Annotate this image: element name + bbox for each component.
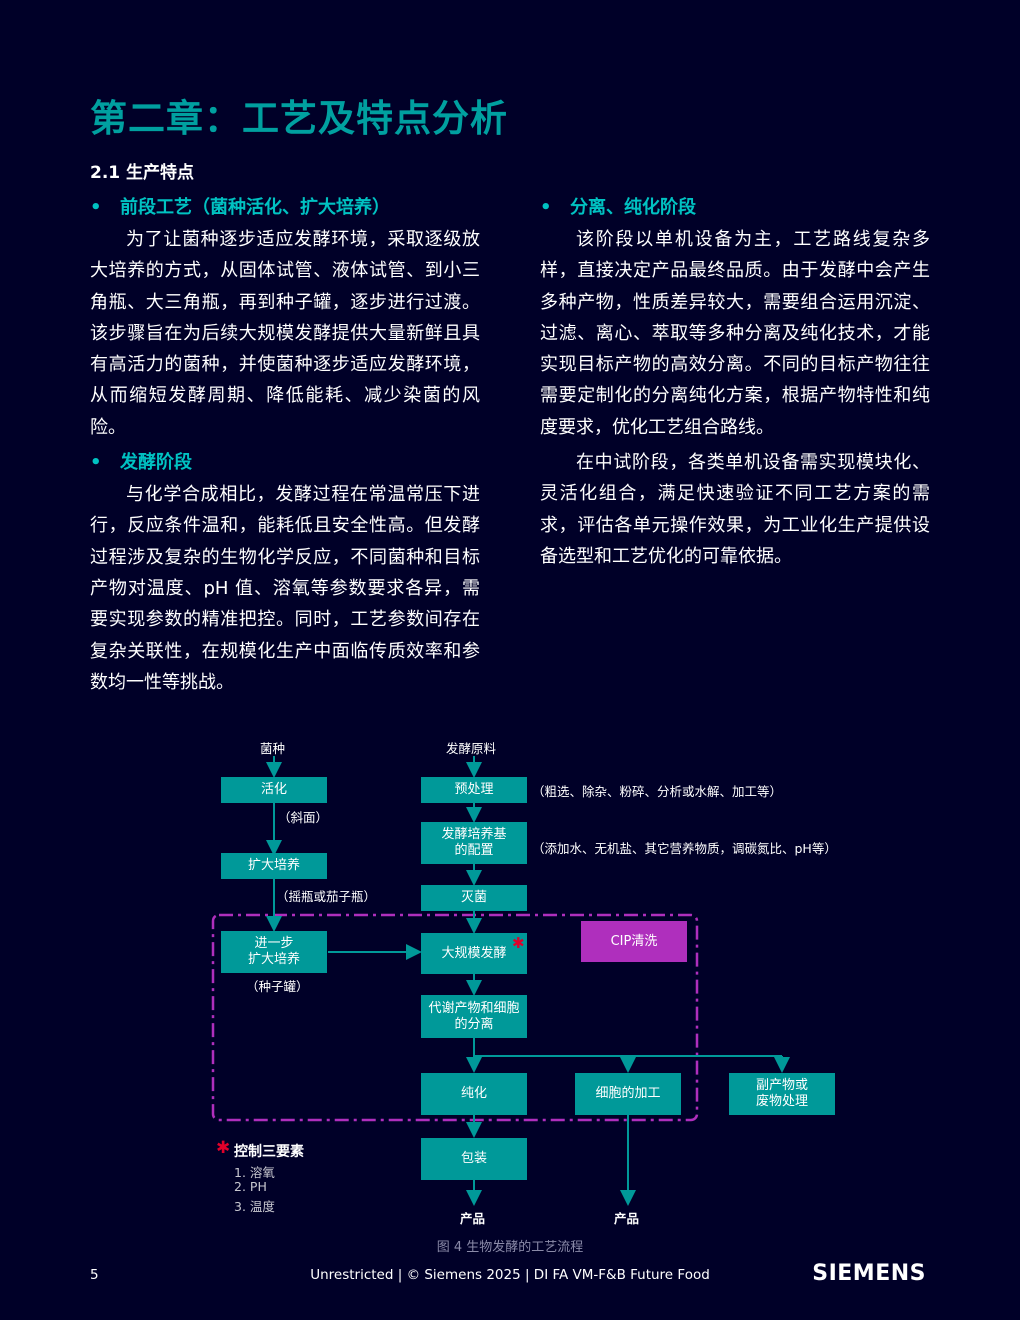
- box-medium: 发酵培养基 的配置: [421, 822, 527, 864]
- note-flask: （摇瓶或茄子瓶）: [276, 889, 377, 904]
- bullet-heading-text: 发酵阶段: [120, 452, 192, 474]
- process-flowchart: 菌种 发酵原料 活化 （斜面） 扩大培养 （摇瓶或茄子瓶） 进一步 扩大培养 （…: [0, 730, 1020, 1250]
- bullet-dot-icon: •: [540, 197, 552, 219]
- footer-text: Unrestricted | © Siemens 2025 | DI FA VM…: [310, 1267, 710, 1283]
- bullet-dot-icon: •: [90, 197, 102, 219]
- box-line: 扩大培养: [247, 952, 300, 967]
- box-pretreat: 预处理: [421, 777, 527, 803]
- section-heading: 2.1 生产特点: [90, 163, 195, 183]
- legend-item: 2. PH: [234, 1179, 267, 1194]
- box-fermentation: 大规模发酵: [421, 933, 527, 974]
- paragraph: 为了让菌种逐步适应发酵环境，采取逐级放大培养的方式，从固体试管、液体试管、到小三…: [90, 229, 480, 438]
- note-slant: （斜面）: [278, 810, 329, 825]
- box-line: 副产物或: [755, 1078, 808, 1093]
- box-expand-culture: 扩大培养: [221, 853, 327, 879]
- left-column: • 前段工艺（菌种活化、扩大培养） 为了让菌种逐步适应发酵环境，采取逐级放大培养…: [90, 192, 480, 700]
- box-further-culture: 进一步 扩大培养: [221, 931, 327, 973]
- box-line: 的分离: [454, 1016, 494, 1032]
- note-pretreat: （粗选、除杂、粉碎、分析或水解、加工等）: [532, 784, 783, 799]
- box-byproduct: 副产物或 废物处理: [729, 1073, 835, 1115]
- box-line: 的配置: [454, 843, 494, 858]
- paragraph: 在中试阶段，各类单机设备需实现模块化、灵活化组合，满足快速验证不同工艺方案的需求…: [540, 452, 930, 567]
- label-raw-material: 发酵原料: [446, 741, 497, 756]
- bullet-heading-text: 前段工艺（菌种活化、扩大培养）: [120, 197, 390, 219]
- flowchart-connectors: [211, 756, 790, 1206]
- box-cip-cleaning: CIP清洗: [581, 921, 687, 962]
- bullet-dot-icon: •: [90, 452, 102, 474]
- label-product: 产品: [460, 1211, 486, 1226]
- box-line: 废物处理: [755, 1094, 808, 1109]
- siemens-logo: SIEMENS: [812, 1261, 926, 1286]
- paragraph: 与化学合成相比，发酵过程在常温常压下进行，反应条件温和，能耗低且安全性高。但发酵…: [90, 484, 480, 693]
- legend-title: 控制三要素: [234, 1144, 304, 1160]
- right-column: • 分离、纯化阶段 该阶段以单机设备为主，工艺路线复杂多样，直接决定产品最终品质…: [540, 192, 930, 574]
- box-line: 代谢产物和细胞: [428, 1000, 520, 1016]
- box-purify: 纯化: [421, 1073, 527, 1115]
- box-line: 发酵培养基: [441, 827, 507, 842]
- box-packaging: 包装: [421, 1138, 527, 1180]
- bullet-heading: • 前段工艺（菌种活化、扩大培养）: [90, 192, 480, 224]
- label-strain: 菌种: [260, 741, 286, 756]
- box-line: 进一步: [254, 936, 294, 951]
- legend-item: 3. 温度: [234, 1199, 275, 1214]
- paragraph: 该阶段以单机设备为主，工艺路线复杂多样，直接决定产品最终品质。由于发酵中会产生多…: [540, 229, 930, 438]
- box-cell-processing: 细胞的加工: [575, 1073, 681, 1115]
- box-sterilize: 灭菌: [421, 885, 527, 911]
- bullet-heading: • 发酵阶段: [90, 447, 480, 479]
- legend-item: 1. 溶氧: [234, 1165, 275, 1180]
- box-separation: 代谢产物和细胞 的分离: [421, 995, 527, 1038]
- legend-star-icon: ✱: [216, 1138, 231, 1158]
- page-title: 第二章：工艺及特点分析: [90, 97, 508, 140]
- figure-caption: 图 4 生物发酵的工艺流程: [436, 1240, 584, 1255]
- note-medium: （添加水、无机盐、其它营养物质，调碳氮比、pH等）: [532, 841, 837, 856]
- control-star-icon: ✱: [512, 934, 525, 952]
- page-number: 5: [90, 1267, 99, 1283]
- bullet-heading-text: 分离、纯化阶段: [570, 197, 696, 219]
- note-seed-tank: （种子罐）: [246, 979, 309, 994]
- label-product: 产品: [614, 1211, 640, 1226]
- box-activate: 活化: [221, 777, 327, 803]
- control-boundary: [211, 913, 699, 1122]
- bullet-heading: • 分离、纯化阶段: [540, 192, 930, 224]
